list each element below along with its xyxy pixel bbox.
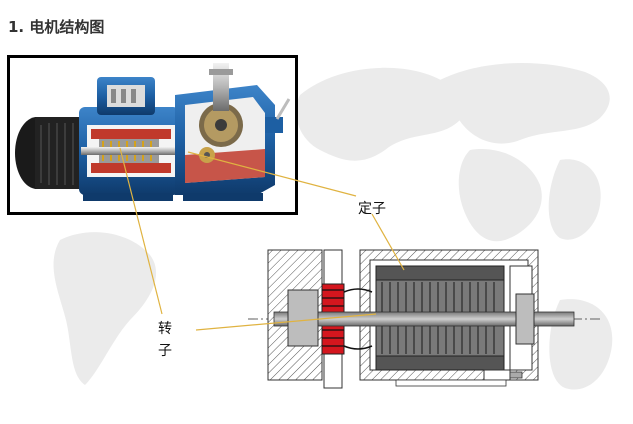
motor-cutaway-illustration xyxy=(10,58,295,212)
rotor-label-line1: 转 xyxy=(158,321,172,337)
rotor-label-line2: 子 xyxy=(158,343,172,359)
page-title: 1. 电机结构图 xyxy=(8,18,105,36)
motor-cutaway-photo xyxy=(7,55,298,215)
motor-cross-section-drawing xyxy=(248,249,600,389)
stator-label: 定子 xyxy=(358,201,386,217)
